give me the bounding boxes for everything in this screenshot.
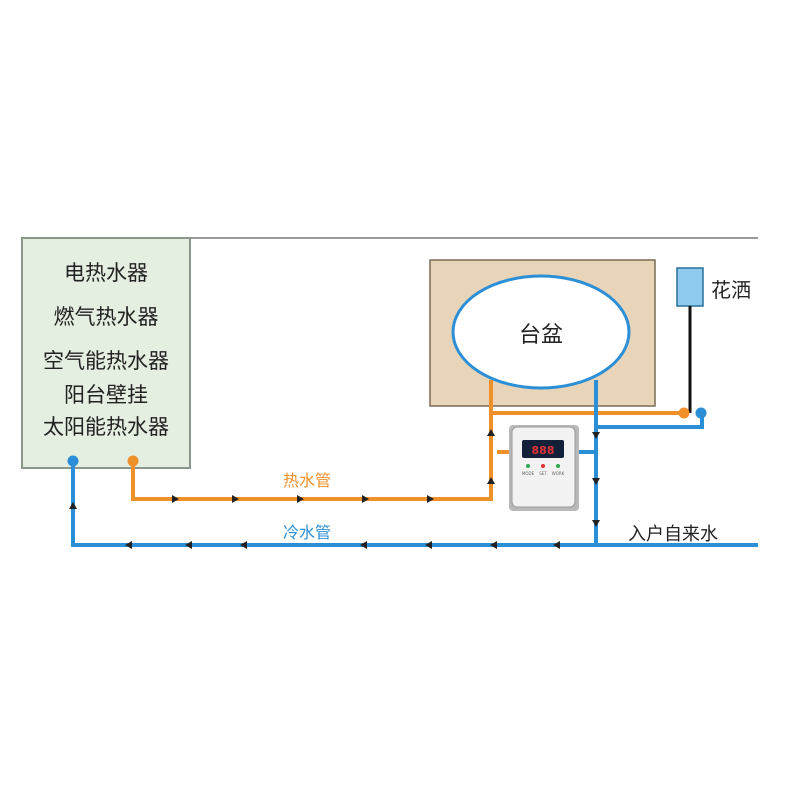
flow-arrow	[69, 502, 77, 509]
flow-arrow	[487, 429, 495, 436]
flow-arrow	[427, 495, 434, 503]
cold-pipe-label: 冷水管	[283, 523, 331, 542]
hot-pipe-label: 热水管	[283, 471, 331, 490]
heater-type-electric: 电热水器	[64, 261, 148, 285]
controller-display-digits: 888	[532, 444, 555, 457]
controller-label-mode: MODE	[522, 471, 535, 476]
circulation-pump-controller: 888 MODE SET WORK	[509, 425, 579, 511]
flow-arrow	[297, 495, 304, 503]
shower-head	[676, 267, 704, 307]
heater-cold-outlet-dot	[67, 455, 79, 467]
flow-arrow	[553, 541, 560, 549]
flow-arrow	[360, 541, 367, 549]
basin-label: 台盆	[519, 323, 563, 348]
flow-arrow	[185, 541, 192, 549]
shower-hot-junction-dot	[678, 407, 690, 419]
flow-arrow	[125, 541, 132, 549]
controller-status-led	[526, 464, 530, 468]
cold-water-pipes: 冷水管 入户自来水	[71, 380, 758, 547]
controller-display	[522, 440, 564, 458]
controller-status-led	[556, 464, 560, 468]
controller-status-led	[541, 464, 545, 468]
flow-arrow	[172, 495, 179, 503]
heater-box-rect	[21, 237, 191, 469]
basin-cabinet: 台盆	[429, 259, 656, 407]
inlet-label: 入户自来水	[628, 524, 718, 545]
flow-arrow	[425, 541, 432, 549]
flow-arrow	[362, 495, 369, 503]
shower-label: 花洒	[711, 278, 751, 302]
shower-unit: 花洒	[676, 267, 751, 413]
heater-hot-outlet-dot	[127, 455, 139, 467]
shower-cold-junction-dot	[695, 407, 707, 419]
flow-arrow	[592, 520, 600, 527]
heater-type-balcony-wall: 阳台壁挂	[64, 383, 148, 407]
cold-pipe-main	[71, 461, 758, 547]
flow-arrows	[69, 429, 600, 549]
flow-arrow	[592, 478, 600, 485]
water-heater-box: 电热水器 燃气热水器 空气能热水器 阳台壁挂 太阳能热水器	[21, 237, 191, 469]
heater-type-gas: 燃气热水器	[54, 305, 159, 329]
flow-arrow	[232, 495, 239, 503]
hot-pipe-main	[131, 413, 493, 501]
flow-arrow	[490, 541, 497, 549]
controller-label-set: SET	[539, 471, 547, 476]
flow-arrow	[592, 432, 600, 439]
controller-label-work: WORK	[552, 471, 565, 476]
heater-type-air-source: 空气能热水器	[43, 349, 169, 373]
basin-bowl	[451, 274, 631, 390]
flow-arrow	[240, 541, 247, 549]
heater-type-solar: 太阳能热水器	[43, 415, 169, 439]
flow-arrow	[487, 477, 495, 484]
